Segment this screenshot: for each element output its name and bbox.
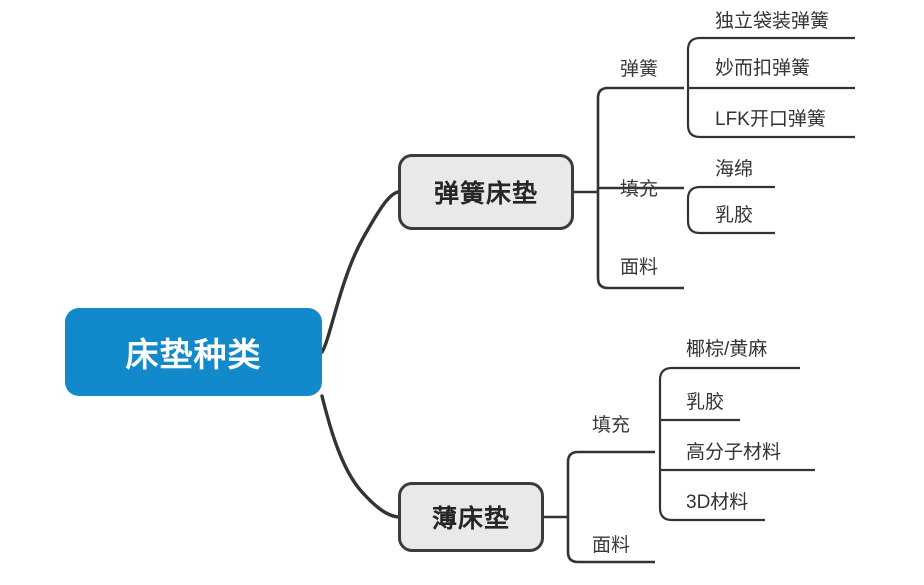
root-node-mattress-types[interactable]: 床垫种类 [65, 308, 322, 396]
leaf-label-lfk-open-spring[interactable]: LFK开口弹簧 [715, 109, 826, 130]
leaf-label-polymer-material[interactable]: 高分子材料 [686, 442, 782, 463]
branch-node-label: 弹簧床垫 [433, 180, 538, 208]
category-label-filling[interactable]: 填充 [620, 179, 659, 200]
branch-node-thin-mattress[interactable]: 薄床垫 [398, 482, 544, 552]
branch-node-spring-mattress[interactable]: 弹簧床垫 [398, 154, 574, 230]
branch-node-label: 薄床垫 [431, 505, 510, 533]
leaf-label-pocket-spring[interactable]: 独立袋装弹簧 [715, 11, 830, 32]
category-label-fabric[interactable]: 面料 [620, 257, 659, 278]
category-label-thin-filling[interactable]: 填充 [592, 415, 631, 436]
leaf-label-sponge[interactable]: 海绵 [715, 159, 754, 180]
connector-root-to-thin-mattress [320, 394, 400, 519]
root-node-label: 床垫种类 [125, 336, 262, 373]
category-label-thin-fabric[interactable]: 面料 [592, 535, 631, 556]
leaf-label-3d-material[interactable]: 3D材料 [686, 492, 749, 513]
connector-root-to-spring-mattress [320, 190, 400, 354]
leaf-label-miaoerkou-spring[interactable]: 妙而扣弹簧 [715, 58, 811, 79]
leaf-label-thin-latex[interactable]: 乳胶 [686, 392, 725, 413]
leaf-label-coir-jute[interactable]: 椰棕/黄麻 [686, 339, 768, 360]
leaf-label-latex[interactable]: 乳胶 [715, 205, 754, 226]
category-label-spring[interactable]: 弹簧 [620, 59, 659, 80]
